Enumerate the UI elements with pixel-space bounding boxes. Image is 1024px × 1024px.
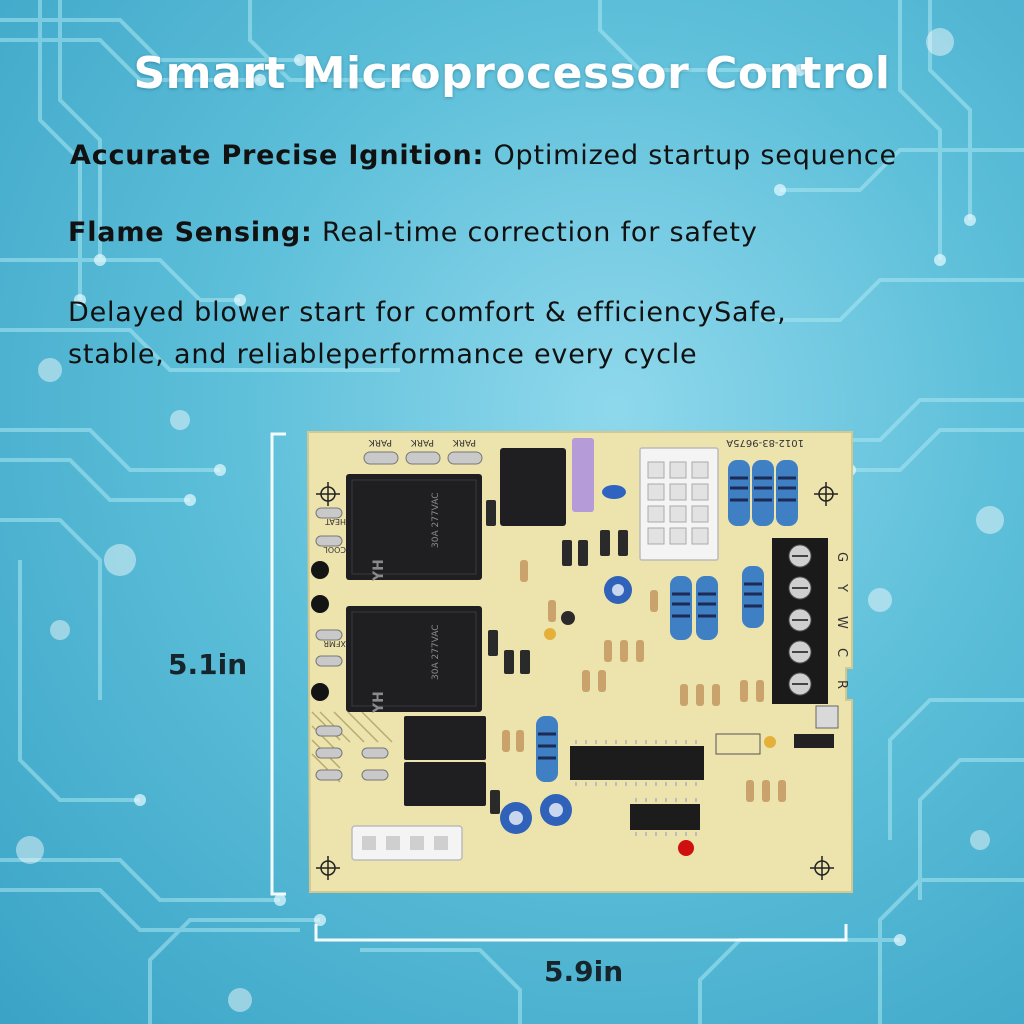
side-terminals	[315, 507, 389, 781]
description-text: Delayed blower start for comfort & effic…	[68, 292, 968, 376]
blue-capacitor	[602, 485, 626, 499]
push-button	[815, 705, 839, 729]
park-label: PARK	[452, 437, 476, 447]
relay-small	[500, 448, 566, 526]
park-label: PARK	[368, 437, 392, 447]
terminal-label-r: R	[834, 680, 849, 689]
white-connector-bottom	[351, 825, 463, 861]
height-dimension-label: 5.1in	[168, 648, 248, 681]
page-title: Smart Microprocessor Control	[133, 48, 891, 99]
feature-label: Accurate Precise Ignition:	[70, 140, 485, 171]
width-dimension-label: 5.9in	[544, 955, 624, 988]
relay-rating: 30A 277VAC	[431, 624, 441, 680]
relay-brand: YH	[371, 559, 387, 582]
terminal-label-g: G	[834, 552, 849, 562]
park-terminals	[363, 451, 483, 465]
terminal-label-w: W	[834, 616, 849, 629]
relay-small	[404, 716, 486, 760]
feature-label: Flame Sensing:	[68, 217, 313, 248]
height-dimension-bracket	[270, 432, 286, 896]
jumper-header	[794, 734, 834, 748]
terminal-label-y: Y	[834, 583, 849, 592]
xfmr-label: XFMR	[323, 639, 346, 648]
terminal-label-c: C	[834, 648, 849, 657]
electrolytic-capacitors	[500, 576, 632, 834]
relay-top	[346, 474, 482, 580]
small-components	[486, 500, 786, 814]
park-label: PARK	[410, 437, 434, 447]
mounting-holes	[316, 482, 838, 880]
status-led	[678, 840, 694, 856]
black-capacitors	[311, 561, 329, 701]
feature-text: Real-time correction for safety	[312, 217, 758, 248]
feature-flame-sensing: Flame Sensing: Real-time correction for …	[68, 217, 758, 248]
ic-chip-small	[630, 798, 700, 836]
part-number: 1012-83-9675A	[726, 437, 804, 448]
feature-text: Optimized startup sequence	[484, 140, 897, 171]
relay-brand: YH	[371, 691, 387, 714]
description-line: Delayed blower start for comfort & effic…	[68, 297, 787, 328]
width-dimension-bracket	[314, 924, 848, 942]
resistor-bands	[538, 476, 796, 760]
feature-ignition: Accurate Precise Ignition: Optimized sta…	[70, 140, 897, 171]
relay-rating: 30A 277VAC	[431, 492, 441, 548]
white-connector	[639, 447, 719, 561]
description-line: stable, and reliableperformance every cy…	[68, 339, 698, 370]
relay-bottom	[346, 606, 482, 712]
relay-small	[404, 762, 486, 806]
heat-label: HEAT	[325, 517, 346, 526]
purple-switch	[572, 438, 594, 512]
terminal-block	[772, 538, 828, 704]
cool-label: COOL	[323, 545, 346, 554]
ic-chip-large	[570, 740, 704, 786]
